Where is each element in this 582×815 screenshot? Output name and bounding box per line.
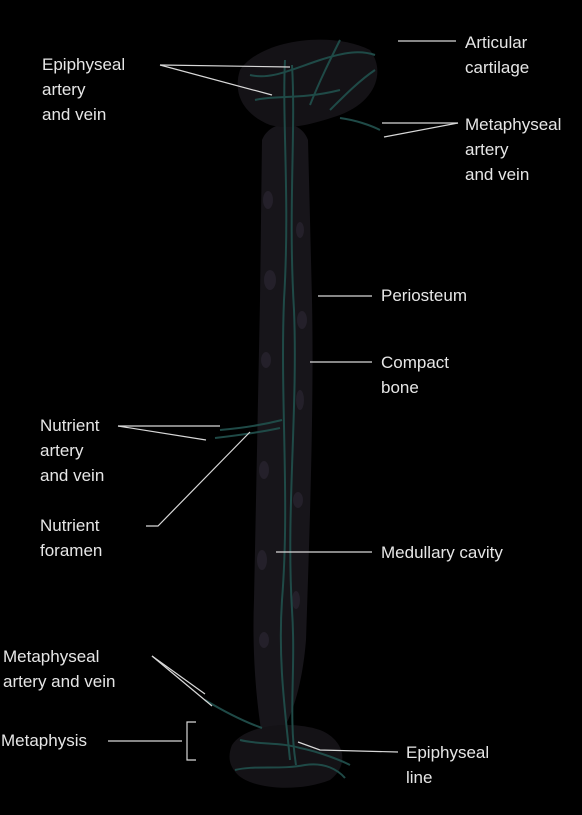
leader-nutrient-foramen <box>146 431 251 527</box>
blood-vessels <box>204 39 381 779</box>
label-articular-cartilage: Articular cartilage <box>465 33 530 77</box>
label-compact-bone: Compact bone <box>381 353 450 397</box>
leader-metaphyseal-bottom-2 <box>151 655 213 707</box>
leader-metaphyseal-top-2 <box>383 122 459 138</box>
label-metaphyseal-artery-vein-top: Metaphyseal artery and vein <box>465 115 562 184</box>
label-epiphyseal-line: Epiphyseal line <box>406 743 490 787</box>
leader-metaphyseal-bottom-1 <box>151 655 206 695</box>
leader-lines <box>108 40 459 761</box>
label-nutrient-foramen: Nutrient foramen <box>40 516 103 560</box>
metaphysis-bracket <box>186 721 196 761</box>
label-nutrient-artery-vein: Nutrient artery and vein <box>40 416 105 485</box>
proximal-epiphysis <box>237 39 378 127</box>
distal-epiphysis <box>229 725 343 788</box>
label-periosteum: Periosteum <box>381 286 467 305</box>
label-medullary-cavity: Medullary cavity <box>381 543 503 562</box>
label-epiphyseal-artery-vein: Epiphyseal artery and vein <box>42 55 126 124</box>
leader-nutrient-artery-2 <box>117 425 207 441</box>
label-metaphysis: Metaphysis <box>1 731 87 750</box>
compact-bone-pattern <box>257 191 307 648</box>
leader-epiphyseal-artery-1 <box>159 64 291 68</box>
leader-epiphyseal-artery-2 <box>159 64 273 96</box>
leader-epiphyseal-line <box>297 741 399 753</box>
label-metaphyseal-artery-vein-bottom: Metaphyseal artery and vein <box>3 647 116 691</box>
